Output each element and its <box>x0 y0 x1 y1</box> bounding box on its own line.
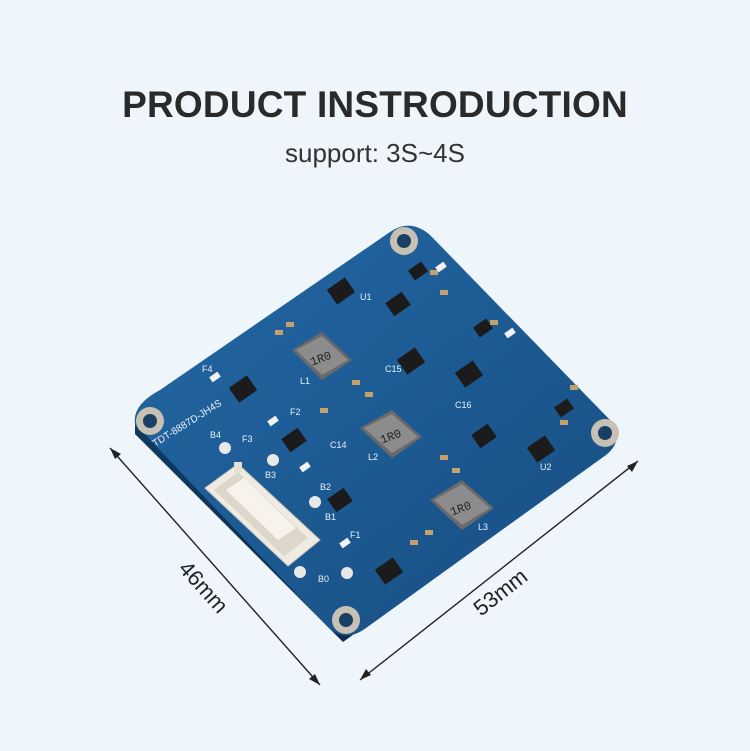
silkscreen-f2: F2 <box>290 407 301 417</box>
ic-chip <box>471 423 497 449</box>
width-dimension-line <box>109 447 321 686</box>
silkscreen-b4: B4 <box>210 430 221 440</box>
inductor-mark: 1R0 <box>378 427 403 448</box>
ic-chip <box>281 427 307 453</box>
silkscreen-b1: B1 <box>325 512 336 522</box>
width-arrow-start <box>110 448 121 459</box>
inductor-mark: 1R0 <box>308 349 333 370</box>
ic-chip <box>526 435 556 463</box>
ic-chip <box>385 291 411 317</box>
silkscreen-b0: B0 <box>318 574 329 584</box>
ic-chip <box>454 360 484 388</box>
inductor: 1R0 <box>360 410 422 458</box>
ic-chips <box>228 261 574 585</box>
silkscreen-l2: L2 <box>368 452 378 462</box>
mounting-holes <box>136 227 619 634</box>
length-dimension-line <box>359 460 639 681</box>
test-pads <box>219 442 353 579</box>
silkscreen-b3: B3 <box>265 470 276 480</box>
length-label: 53mm <box>469 563 533 620</box>
silkscreen-u1: U1 <box>360 292 372 302</box>
silkscreen-b2: B2 <box>320 482 331 492</box>
width-arrow-end <box>309 674 320 685</box>
balance-connector <box>204 462 321 567</box>
silkscreen-c15: C15 <box>385 364 402 374</box>
length-arrow-end <box>627 461 638 472</box>
support-subtitle: support: 3S~4S <box>285 138 465 168</box>
ic-chip <box>408 261 428 281</box>
ic-chip <box>374 557 404 585</box>
inductor-mark: 1R0 <box>448 499 473 520</box>
length-arrow-start <box>360 669 371 680</box>
width-label: 46mm <box>174 556 233 618</box>
silkscreen-f4: F4 <box>202 364 213 374</box>
inductor: 1R0 <box>292 332 352 380</box>
ic-chip <box>228 375 258 403</box>
ic-chip <box>327 487 353 513</box>
page-title: PRODUCT INSTRODUCTION <box>122 84 628 125</box>
capacitor-pads <box>209 261 516 549</box>
ic-chip <box>473 318 493 338</box>
ic-chip <box>326 277 356 305</box>
silkscreen-f3: F3 <box>242 434 253 444</box>
silkscreen-f1: F1 <box>350 530 361 540</box>
silkscreen-c14: C14 <box>330 440 347 450</box>
silkscreen-l3: L3 <box>478 522 488 532</box>
silkscreen-c16: C16 <box>455 400 472 410</box>
smd-components <box>275 270 578 545</box>
inductor: 1R0 <box>430 480 494 530</box>
ic-chip <box>396 347 426 375</box>
silkscreen-u2: U2 <box>540 462 552 472</box>
silkscreen-l1: L1 <box>300 376 310 386</box>
ic-chip <box>554 398 574 418</box>
